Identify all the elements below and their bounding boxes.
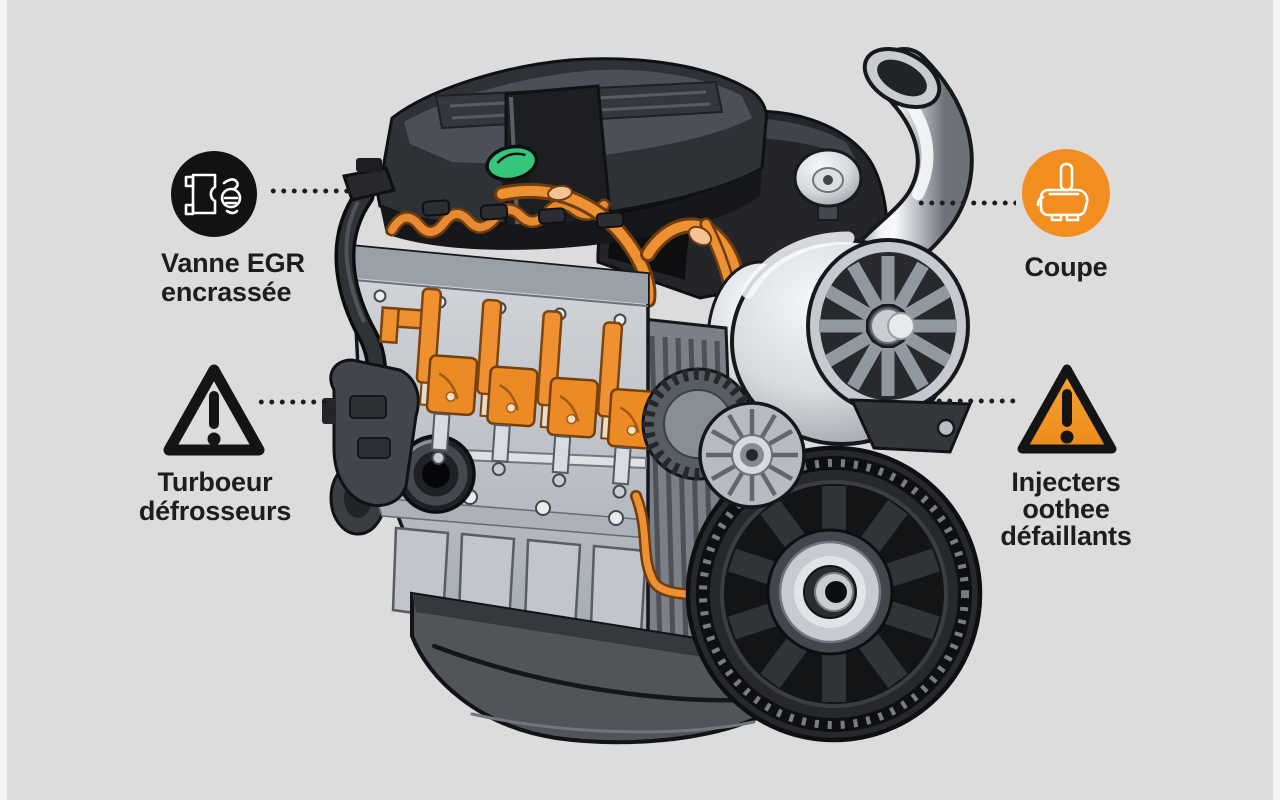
warning-triangle-filled-icon bbox=[1017, 364, 1117, 454]
flywheel-spokes bbox=[728, 486, 940, 702]
egr-dotted-connector bbox=[268, 188, 354, 194]
fuel-injectors bbox=[379, 287, 660, 499]
warning-triangle-outline-icon bbox=[163, 364, 265, 456]
injectors-label-line1: Injecters bbox=[1011, 467, 1121, 497]
injectors-label-line3: défaillants bbox=[1000, 521, 1132, 551]
injectors-label: Injecters oothee défaillants bbox=[946, 469, 1186, 550]
right-margin bbox=[1273, 0, 1280, 800]
turbo-dotted-connector bbox=[256, 399, 332, 405]
injectors-dotted-connector bbox=[934, 398, 1018, 404]
injector-pump-icon bbox=[1022, 149, 1110, 237]
turbocharger bbox=[706, 231, 970, 446]
turbo-label-line2: défrosseurs bbox=[138, 496, 292, 526]
turbo-label-line1: Turboeur bbox=[157, 467, 273, 497]
egr-label-line1: Vanne EGR bbox=[161, 248, 305, 278]
valve-cover bbox=[376, 57, 768, 249]
egr-valve-icon bbox=[171, 151, 257, 237]
turbo-mount-arm bbox=[849, 398, 973, 454]
injectors-label-line2: oothee bbox=[1022, 494, 1110, 524]
turbine-blades bbox=[819, 256, 957, 396]
egr-label: Vanne EGR encrassée bbox=[161, 249, 391, 307]
coupe-label: Coupe bbox=[966, 253, 1166, 282]
turbo-label: Turboeur défrosseurs bbox=[95, 468, 335, 526]
egr-hose-assembly bbox=[322, 158, 420, 507]
egr-label-line2: encrassée bbox=[161, 277, 292, 307]
coupe-label-line1: Coupe bbox=[1024, 252, 1108, 282]
coupe-dotted-connector bbox=[916, 200, 1016, 206]
green-cap bbox=[485, 144, 539, 188]
damper-pulley bbox=[698, 401, 806, 509]
left-margin bbox=[0, 0, 7, 800]
idler-disc bbox=[793, 148, 863, 221]
flywheel bbox=[685, 445, 983, 743]
